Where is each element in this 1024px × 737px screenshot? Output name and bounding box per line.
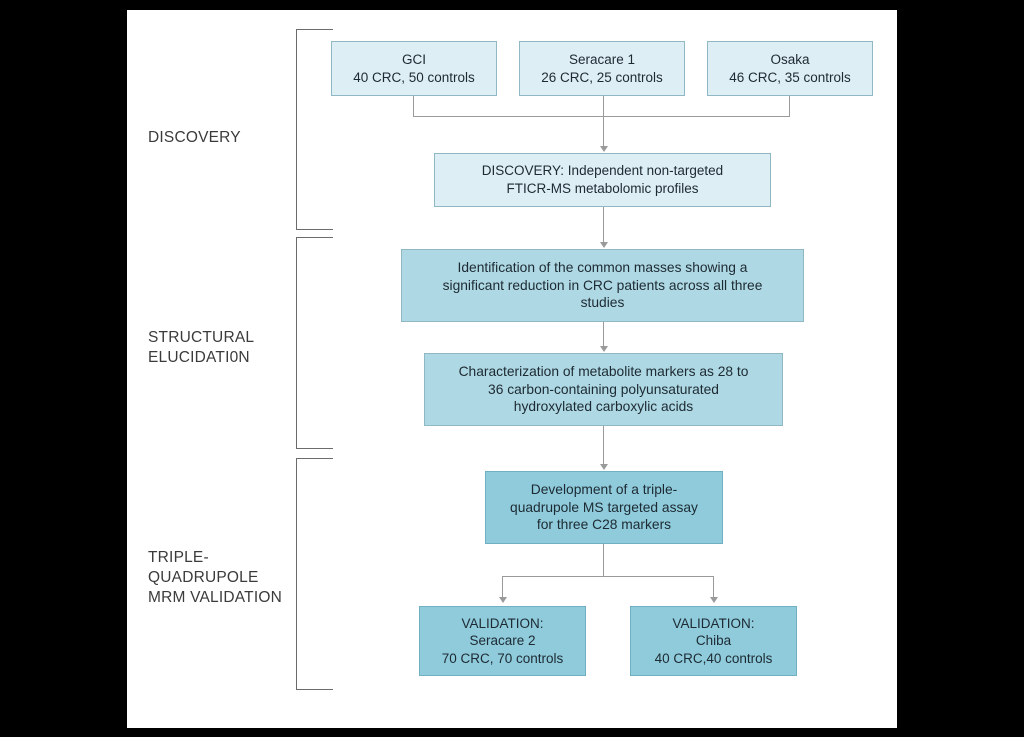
bracket-structural: [296, 237, 333, 449]
node-cohort-gci: GCI 40 CRC, 50 controls: [331, 41, 497, 96]
figure-canvas: DISCOVERY STRUCTURAL ELUCIDATI0N TRIPLE-…: [127, 10, 897, 728]
connector-seracare1-spine: [603, 96, 605, 147]
stage-label-discovery: DISCOVERY: [148, 129, 241, 146]
arrowhead-to-discovery: [599, 146, 608, 152]
connector-osaka-stub: [789, 96, 791, 117]
arrowhead-to-characterization: [599, 346, 608, 352]
node-cohort-osaka: Osaka 46 CRC, 35 controls: [707, 41, 873, 96]
node-development-triple-quadrupole-assay: Development of a triple- quadrupole MS t…: [485, 471, 723, 544]
bracket-discovery: [296, 29, 333, 230]
arrowhead-to-development: [599, 464, 608, 470]
node-identification-common-masses: Identification of the common masses show…: [401, 249, 804, 322]
connector-cohort-bus: [413, 116, 790, 118]
connector-discovery-to-identification: [603, 207, 605, 243]
node-validation-seracare-2: VALIDATION: Seracare 2 70 CRC, 70 contro…: [419, 606, 586, 676]
arrowhead-to-validation-chiba: [709, 597, 718, 603]
arrowhead-to-validation-seracare: [498, 597, 507, 603]
bracket-triple: [296, 458, 333, 690]
node-validation-chiba: VALIDATION: Chiba 40 CRC,40 controls: [630, 606, 797, 676]
arrowhead-to-identification: [599, 242, 608, 248]
connector-to-validation-chiba: [713, 576, 715, 598]
connector-gci-stub: [413, 96, 415, 117]
connector-identification-to-characterization: [603, 322, 605, 347]
connector-to-validation-seracare: [502, 576, 504, 598]
connector-development-stem: [603, 544, 605, 577]
node-characterization-metabolite-markers: Characterization of metabolite markers a…: [424, 353, 783, 426]
connector-characterization-to-development: [603, 426, 605, 465]
stage-label-structural-elucidation: STRUCTURAL ELUCIDATI0N: [148, 329, 255, 366]
stage-label-triple-quadrupole-mrm-validation: TRIPLE- QUADRUPOLE MRM VALIDATION: [148, 549, 282, 606]
node-cohort-seracare-1: Seracare 1 26 CRC, 25 controls: [519, 41, 685, 96]
connector-validation-bus: [502, 576, 714, 578]
node-discovery-profiles: DISCOVERY: Independent non-targeted FTIC…: [434, 153, 771, 207]
